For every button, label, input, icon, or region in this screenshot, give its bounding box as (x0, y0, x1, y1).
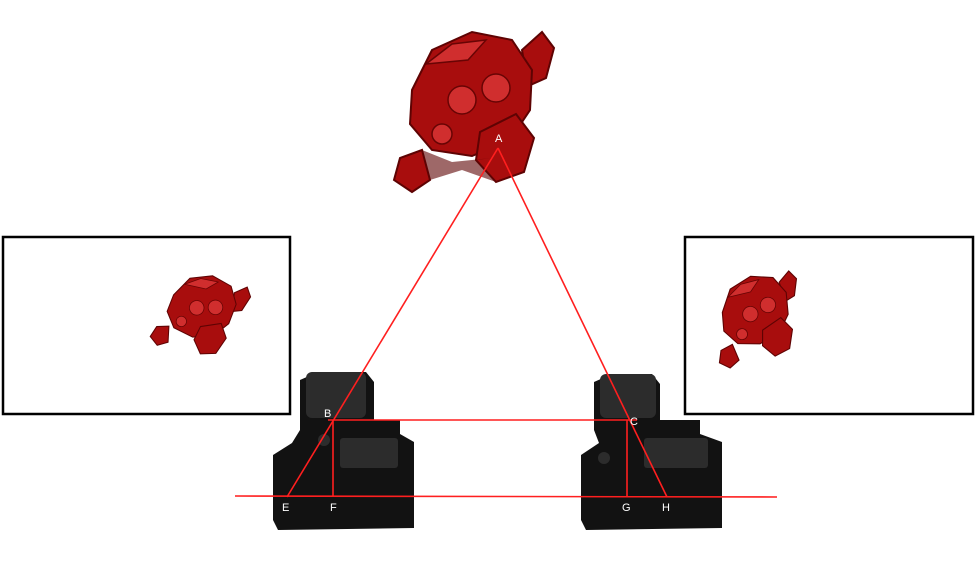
left-image-monkey (147, 262, 254, 369)
right-image-monkey (707, 269, 809, 370)
label-C: C (630, 416, 638, 428)
right-camera (581, 374, 722, 530)
left-image-frame (1, 235, 292, 416)
ray-lines (234, 147, 778, 498)
label-F: F (330, 502, 337, 514)
right-image-frame (683, 235, 975, 416)
ray-A-E (286, 147, 499, 498)
label-A: A (495, 133, 503, 145)
label-G: G (622, 502, 631, 514)
left-camera (273, 372, 414, 530)
ground-line (234, 495, 778, 498)
label-E: E (282, 502, 289, 514)
ray-A-H (497, 147, 668, 498)
label-H: H (662, 502, 670, 514)
label-B: B (324, 408, 331, 420)
monkey-object (393, 31, 555, 193)
